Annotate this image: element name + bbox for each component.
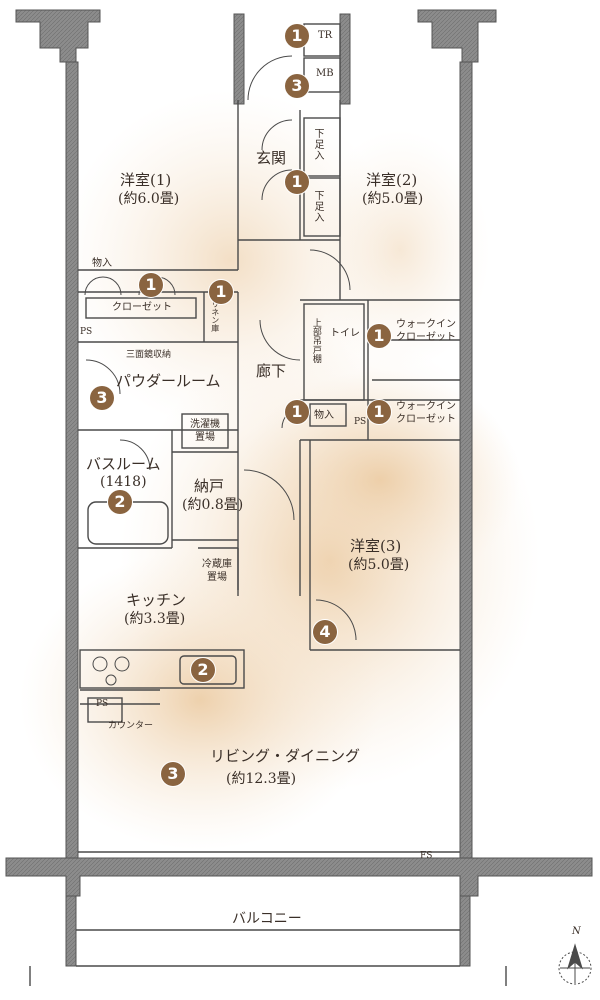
- badge-kitchen: 2: [191, 658, 215, 682]
- room-western1-size: (約6.0畳): [118, 191, 180, 207]
- room-bath-size: (1418): [100, 474, 147, 490]
- compass-north: N: [572, 926, 581, 937]
- badge-living: 3: [161, 762, 185, 786]
- room-western3-size: (約5.0畳): [348, 557, 410, 573]
- label-shoe-lower: 下足入: [312, 190, 323, 223]
- label-toilet: トイレ: [330, 328, 360, 339]
- badge-tr: 1: [285, 24, 309, 48]
- badge-mb: 3: [285, 74, 309, 98]
- room-western1-name: 洋室(1): [120, 171, 172, 189]
- label-ps-left: PS: [80, 327, 93, 337]
- label-storage-hall: 物入: [314, 410, 334, 421]
- compass: [558, 943, 592, 985]
- label-closet-storage: 物入: [92, 258, 112, 269]
- room-western2-size: (約5.0畳): [362, 191, 424, 207]
- label-wic1: ウォークインクローゼット: [396, 319, 456, 343]
- room-western2-name: 洋室(2): [366, 171, 418, 189]
- label-upper-cabinet: 上部吊戸棚: [310, 318, 321, 363]
- stove: [92, 656, 130, 686]
- badge-bath: 2: [108, 490, 132, 514]
- label-linen: リネン庫: [210, 300, 220, 332]
- label-shoe-upper: 下足入: [312, 128, 323, 161]
- label-ps-counter: PS: [96, 699, 109, 709]
- room-hallway-name: 廊下: [256, 362, 287, 380]
- badge-wic1: 1: [367, 324, 391, 348]
- room-powder-name: パウダールーム: [116, 372, 221, 390]
- badge-linen: 1: [209, 280, 233, 304]
- room-storage-size: (約0.8畳): [182, 497, 244, 513]
- badge-closet: 1: [139, 273, 163, 297]
- label-counter: カウンター: [108, 721, 154, 731]
- label-washer: 洗濯機置場: [190, 419, 220, 443]
- room-storage-name: 納戸: [194, 477, 225, 495]
- badge-shoe-closet: 1: [285, 170, 309, 194]
- label-closet: クローゼット: [112, 302, 172, 313]
- label-ps-hall: PS: [354, 417, 367, 427]
- room-kitchen-size: (約3.3畳): [124, 611, 186, 627]
- label-mb: MB: [316, 68, 334, 79]
- structural-walls: [5, 9, 593, 967]
- room-balcony-name: バルコニー: [232, 911, 302, 927]
- room-bath-name: バスルーム: [86, 455, 161, 473]
- badge-western3: 4: [313, 620, 337, 644]
- room-kitchen-name: キッチン: [126, 591, 187, 609]
- badge-hall-storage: 1: [285, 400, 309, 424]
- room-living-name: リビング・ダイニング: [210, 747, 361, 765]
- badge-wic2: 1: [367, 400, 391, 424]
- label-fs: FS: [420, 851, 433, 861]
- room-entrance-name: 玄関: [256, 149, 287, 167]
- label-fridge: 冷蔵庫置場: [202, 559, 232, 583]
- room-living-size: (約12.3畳): [226, 771, 297, 787]
- label-tr: TR: [318, 30, 333, 41]
- label-wic2: ウォークインクローゼット: [396, 401, 456, 425]
- room-western3-name: 洋室(3): [350, 537, 402, 555]
- label-mirror: 三面鏡収納: [126, 350, 172, 360]
- badge-powder: 3: [90, 386, 114, 410]
